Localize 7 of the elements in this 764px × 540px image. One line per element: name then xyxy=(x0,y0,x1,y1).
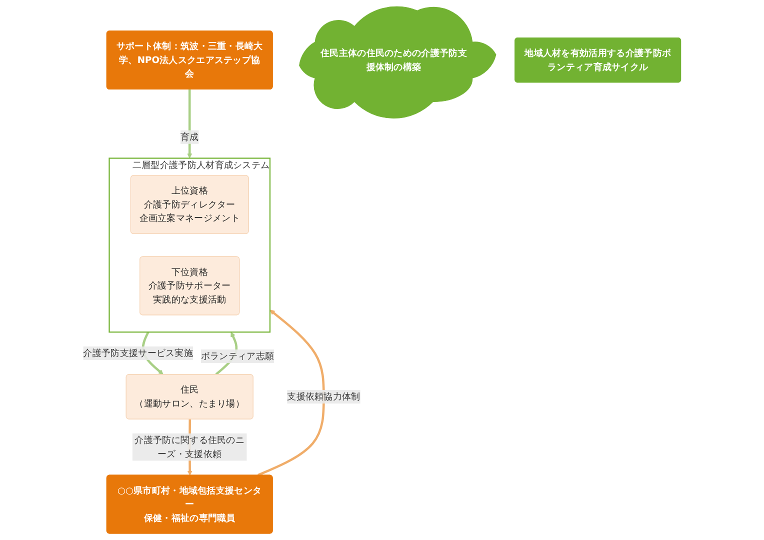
edge-label: ボランティア志願 xyxy=(200,350,274,362)
edge-label: 介護予防支援サービス実施 xyxy=(83,348,194,358)
edge-label: 支援依頼協力体制 xyxy=(287,391,360,402)
edge-label: 介護予防に関する住民のニーズ・支援依頼 xyxy=(134,434,245,460)
arrow xyxy=(258,310,325,476)
edge-label: 育成 xyxy=(180,131,199,142)
arrow xyxy=(187,89,192,158)
